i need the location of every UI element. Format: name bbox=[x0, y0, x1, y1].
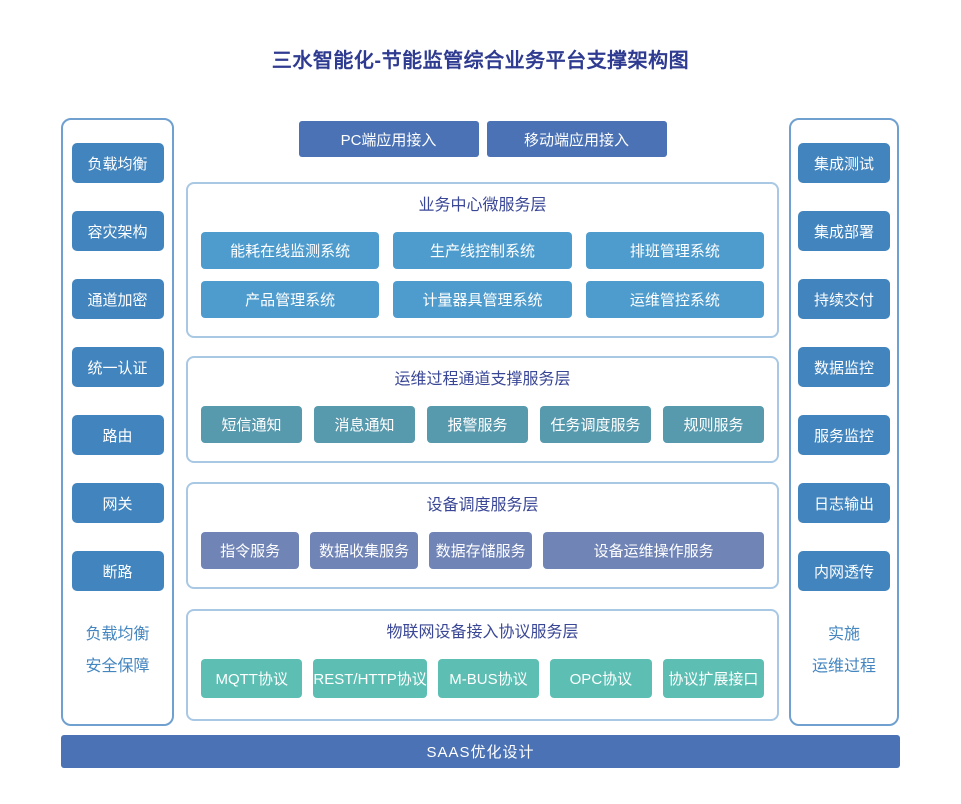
rail-item-service-monitoring: 服务监控 bbox=[798, 415, 890, 455]
caption-line: 负载均衡 bbox=[85, 626, 150, 643]
layer-device-scheduling: 设备调度服务层 指令服务 数据收集服务 数据存储服务 设备运维操作服务 bbox=[186, 482, 779, 589]
pc-access-button: PC端应用接入 bbox=[298, 121, 479, 157]
rail-item-integration-deploy: 集成部署 bbox=[798, 211, 890, 251]
layer-body: 能耗在线监测系统 生产线控制系统 排班管理系统 产品管理系统 计量器具管理系统 … bbox=[201, 232, 764, 318]
layer-body: 指令服务 数据收集服务 数据存储服务 设备运维操作服务 bbox=[201, 532, 764, 569]
rail-item-unified-auth: 统一认证 bbox=[71, 347, 164, 387]
block-rest-http-protocol: REST/HTTP协议 bbox=[313, 659, 427, 698]
rail-item-gateway: 网关 bbox=[71, 483, 164, 523]
mobile-access-button: 移动端应用接入 bbox=[486, 121, 667, 157]
rail-item-load-balancing: 负载均衡 bbox=[71, 143, 164, 183]
right-rail: 集成测试 集成部署 持续交付 数据监控 服务监控 日志输出 内网透传 实施 运维… bbox=[789, 118, 899, 726]
rail-item-channel-encryption: 通道加密 bbox=[71, 279, 164, 319]
main-layout: 负载均衡 容灾架构 通道加密 统一认证 路由 网关 断路 负载均衡 安全保障 P… bbox=[61, 118, 900, 726]
block-product-management: 产品管理系统 bbox=[201, 281, 380, 318]
rail-item-integration-test: 集成测试 bbox=[798, 143, 890, 183]
block-rule-service: 规则服务 bbox=[663, 406, 765, 443]
layer-business-microservices: 业务中心微服务层 能耗在线监测系统 生产线控制系统 排班管理系统 产品管理系统 … bbox=[186, 182, 779, 338]
block-opc-protocol: OPC协议 bbox=[550, 659, 652, 698]
page-title: 三水智能化-节能监管综合业务平台支撑架构图 bbox=[271, 50, 690, 72]
left-rail: 负载均衡 容灾架构 通道加密 统一认证 路由 网关 断路 负载均衡 安全保障 bbox=[61, 118, 174, 726]
rail-item-continuous-delivery: 持续交付 bbox=[798, 279, 890, 319]
block-data-storage: 数据存储服务 bbox=[429, 532, 533, 569]
layer-iot-protocol: 物联网设备接入协议服务层 MQTT协议 REST/HTTP协议 M-BUS协议 … bbox=[186, 609, 779, 721]
layer-ops-channel-support: 运维过程通道支撑服务层 短信通知 消息通知 报警服务 任务调度服务 规则服务 bbox=[186, 356, 779, 463]
block-task-scheduling: 任务调度服务 bbox=[539, 406, 652, 443]
rail-item-routing: 路由 bbox=[71, 415, 164, 455]
rail-item-disaster-recovery: 容灾架构 bbox=[71, 211, 164, 251]
access-row: PC端应用接入 移动端应用接入 bbox=[186, 121, 779, 157]
block-mqtt-protocol: MQTT协议 bbox=[201, 659, 303, 698]
block-production-line-control: 生产线控制系统 bbox=[393, 232, 572, 269]
block-mbus-protocol: M-BUS协议 bbox=[437, 659, 540, 698]
layer-title: 运维过程通道支撑服务层 bbox=[394, 371, 571, 388]
block-alarm-service: 报警服务 bbox=[426, 406, 528, 443]
block-shift-management: 排班管理系统 bbox=[585, 232, 764, 269]
block-sms-notify: 短信通知 bbox=[201, 406, 302, 443]
rail-item-circuit-break: 断路 bbox=[71, 551, 164, 591]
saas-footer-bar: SAAS优化设计 bbox=[61, 735, 900, 768]
layer-title: 物联网设备接入协议服务层 bbox=[386, 624, 579, 641]
block-command-service: 指令服务 bbox=[201, 532, 300, 569]
layer-body: MQTT协议 REST/HTTP协议 M-BUS协议 OPC协议 协议扩展接口 bbox=[201, 659, 765, 698]
rail-item-intranet-passthrough: 内网透传 bbox=[798, 551, 890, 591]
left-rail-caption: 负载均衡 安全保障 bbox=[85, 619, 149, 683]
caption-line: 安全保障 bbox=[85, 658, 150, 675]
center-column: PC端应用接入 移动端应用接入 业务中心微服务层 能耗在线监测系统 生产线控制系… bbox=[186, 118, 779, 726]
layer-body: 短信通知 消息通知 报警服务 任务调度服务 规则服务 bbox=[201, 406, 765, 443]
block-energy-monitoring: 能耗在线监测系统 bbox=[201, 232, 380, 269]
caption-line: 实施 bbox=[827, 626, 860, 643]
rail-item-log-output: 日志输出 bbox=[798, 483, 890, 523]
block-protocol-extension: 协议扩展接口 bbox=[662, 659, 765, 698]
caption-line: 运维过程 bbox=[811, 658, 876, 675]
block-ops-control: 运维管控系统 bbox=[585, 281, 764, 318]
block-data-collection: 数据收集服务 bbox=[310, 532, 419, 569]
right-rail-caption: 实施 运维过程 bbox=[812, 619, 876, 683]
block-device-ops-operation: 设备运维操作服务 bbox=[543, 532, 764, 569]
layer-title: 设备调度服务层 bbox=[426, 497, 539, 514]
block-metering-device-management: 计量器具管理系统 bbox=[393, 281, 572, 318]
rail-item-data-monitoring: 数据监控 bbox=[798, 347, 890, 387]
block-message-notify: 消息通知 bbox=[313, 406, 415, 443]
layer-title: 业务中心微服务层 bbox=[418, 197, 547, 214]
